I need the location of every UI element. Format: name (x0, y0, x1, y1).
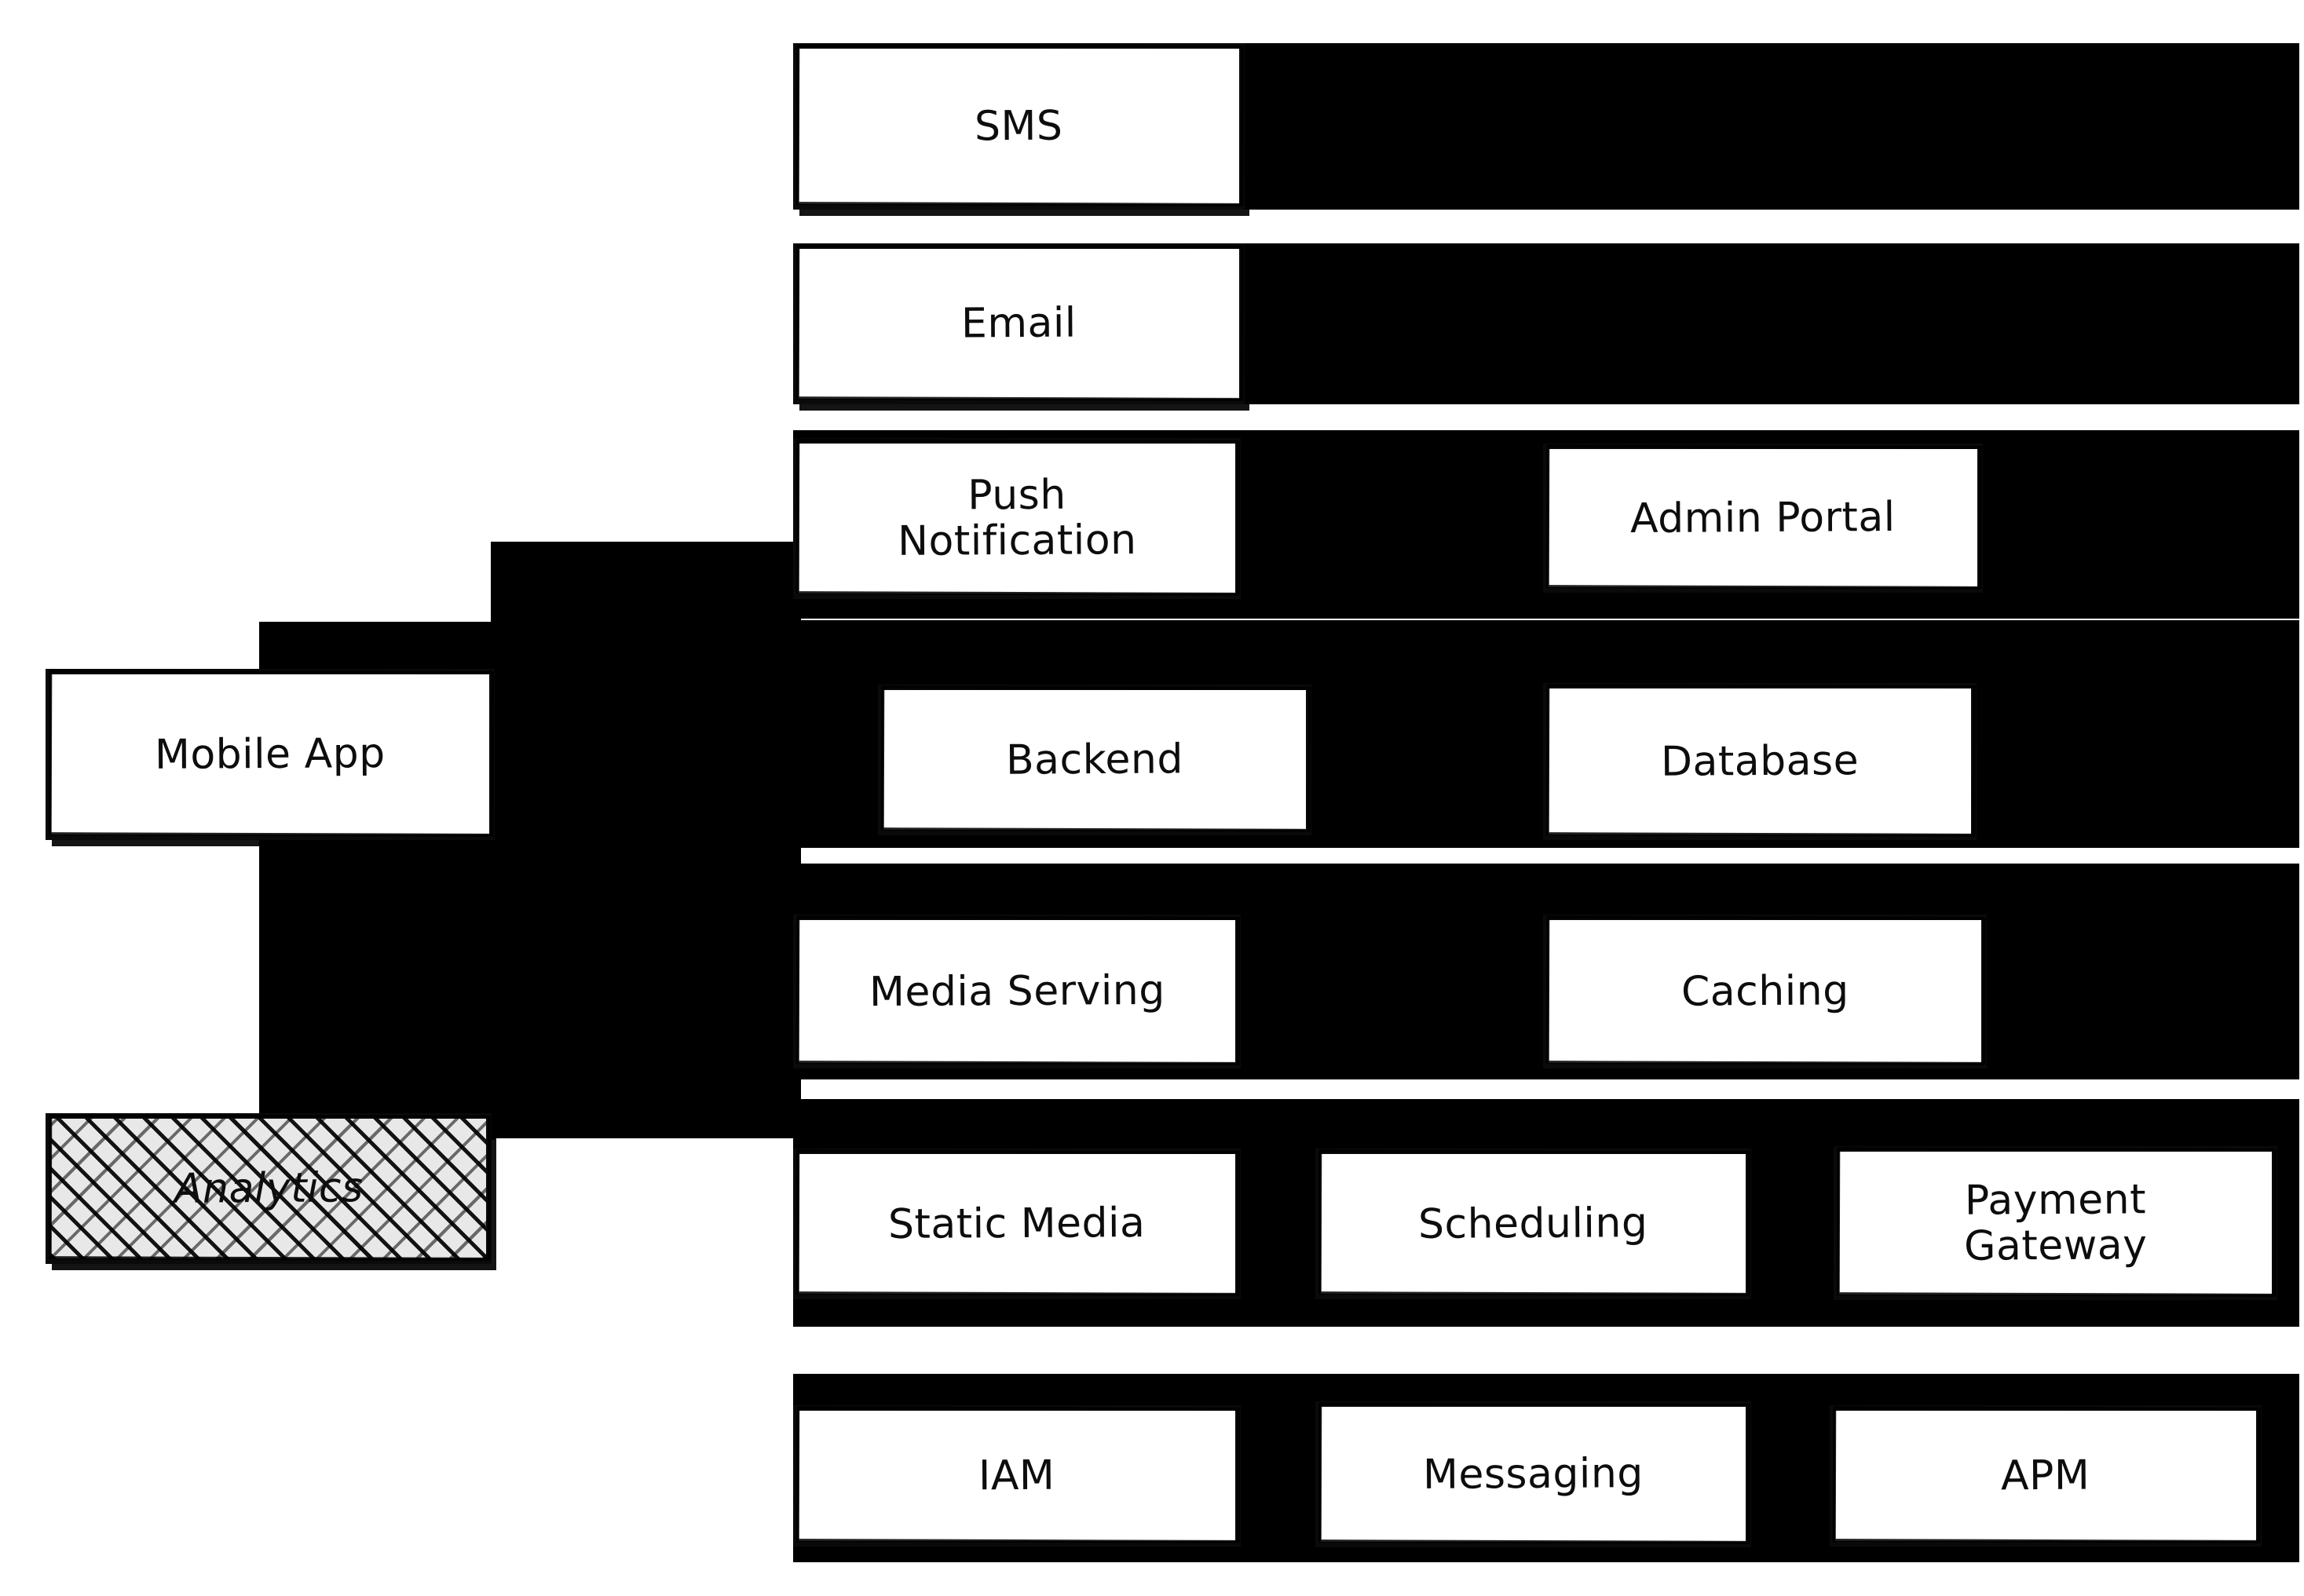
node-messaging[interactable]: Messaging (1315, 1401, 1751, 1547)
diagonal-step (699, 578, 715, 769)
node-label-caching: Caching (1680, 967, 1849, 1016)
node-label-static-media: Static Media (888, 1199, 1146, 1248)
diagonal-step (588, 626, 604, 769)
diagonal-step (532, 651, 548, 769)
diagonal-step (546, 645, 561, 769)
node-label-messaging: Messaging (1422, 1450, 1644, 1499)
diagonal-step (727, 565, 743, 769)
node-admin-portal[interactable]: Admin Portal (1543, 444, 1983, 593)
node-label-iam: IAM (978, 1452, 1055, 1500)
node-analytics[interactable]: Analytics (46, 1113, 492, 1264)
node-static-media[interactable]: Static Media (793, 1149, 1241, 1299)
node-media-serving[interactable]: Media Serving (793, 915, 1241, 1068)
node-iam[interactable]: IAM (793, 1405, 1241, 1547)
diagonal-step (574, 632, 590, 769)
node-label-sms: SMS (975, 102, 1063, 151)
node-email[interactable]: Email (793, 243, 1245, 404)
node-backend[interactable]: Backend (878, 685, 1311, 835)
diagonal-step (630, 608, 645, 769)
diagonal-step (560, 638, 576, 769)
node-label-backend: Backend (1005, 736, 1184, 784)
diagonal-step (713, 572, 729, 769)
node-database[interactable]: Database (1543, 683, 1977, 840)
node-label-scheduling: Scheduling (1418, 1199, 1648, 1248)
node-label-admin-portal: Admin Portal (1629, 493, 1896, 542)
diagonal-step (657, 596, 673, 769)
diagonal-step (504, 663, 520, 769)
diagonal-step (755, 553, 770, 769)
node-label-mobile-app: Mobile App (154, 729, 386, 779)
node-label-analytics: Analytics (174, 1164, 364, 1213)
diagonal-step (518, 656, 534, 769)
node-label-media-serving: Media Serving (869, 966, 1165, 1017)
node-sms[interactable]: SMS (793, 43, 1245, 210)
node-scheduling[interactable]: Scheduling (1315, 1149, 1751, 1299)
diagonal-step (686, 584, 701, 769)
diagonal-step (741, 560, 757, 769)
diagonal-step (671, 590, 687, 769)
node-apm[interactable]: APM (1830, 1405, 2262, 1547)
node-label-email: Email (960, 299, 1077, 348)
node-caching[interactable]: Caching (1543, 915, 1987, 1068)
diagonal-step (616, 614, 631, 769)
diagonal-step (769, 547, 784, 769)
node-mobile-app[interactable]: Mobile App (46, 669, 495, 840)
node-label-apm: APM (2001, 1452, 2090, 1500)
diagonal-step (602, 620, 617, 769)
diagonal-step (644, 602, 659, 769)
node-label-database: Database (1660, 737, 1860, 786)
